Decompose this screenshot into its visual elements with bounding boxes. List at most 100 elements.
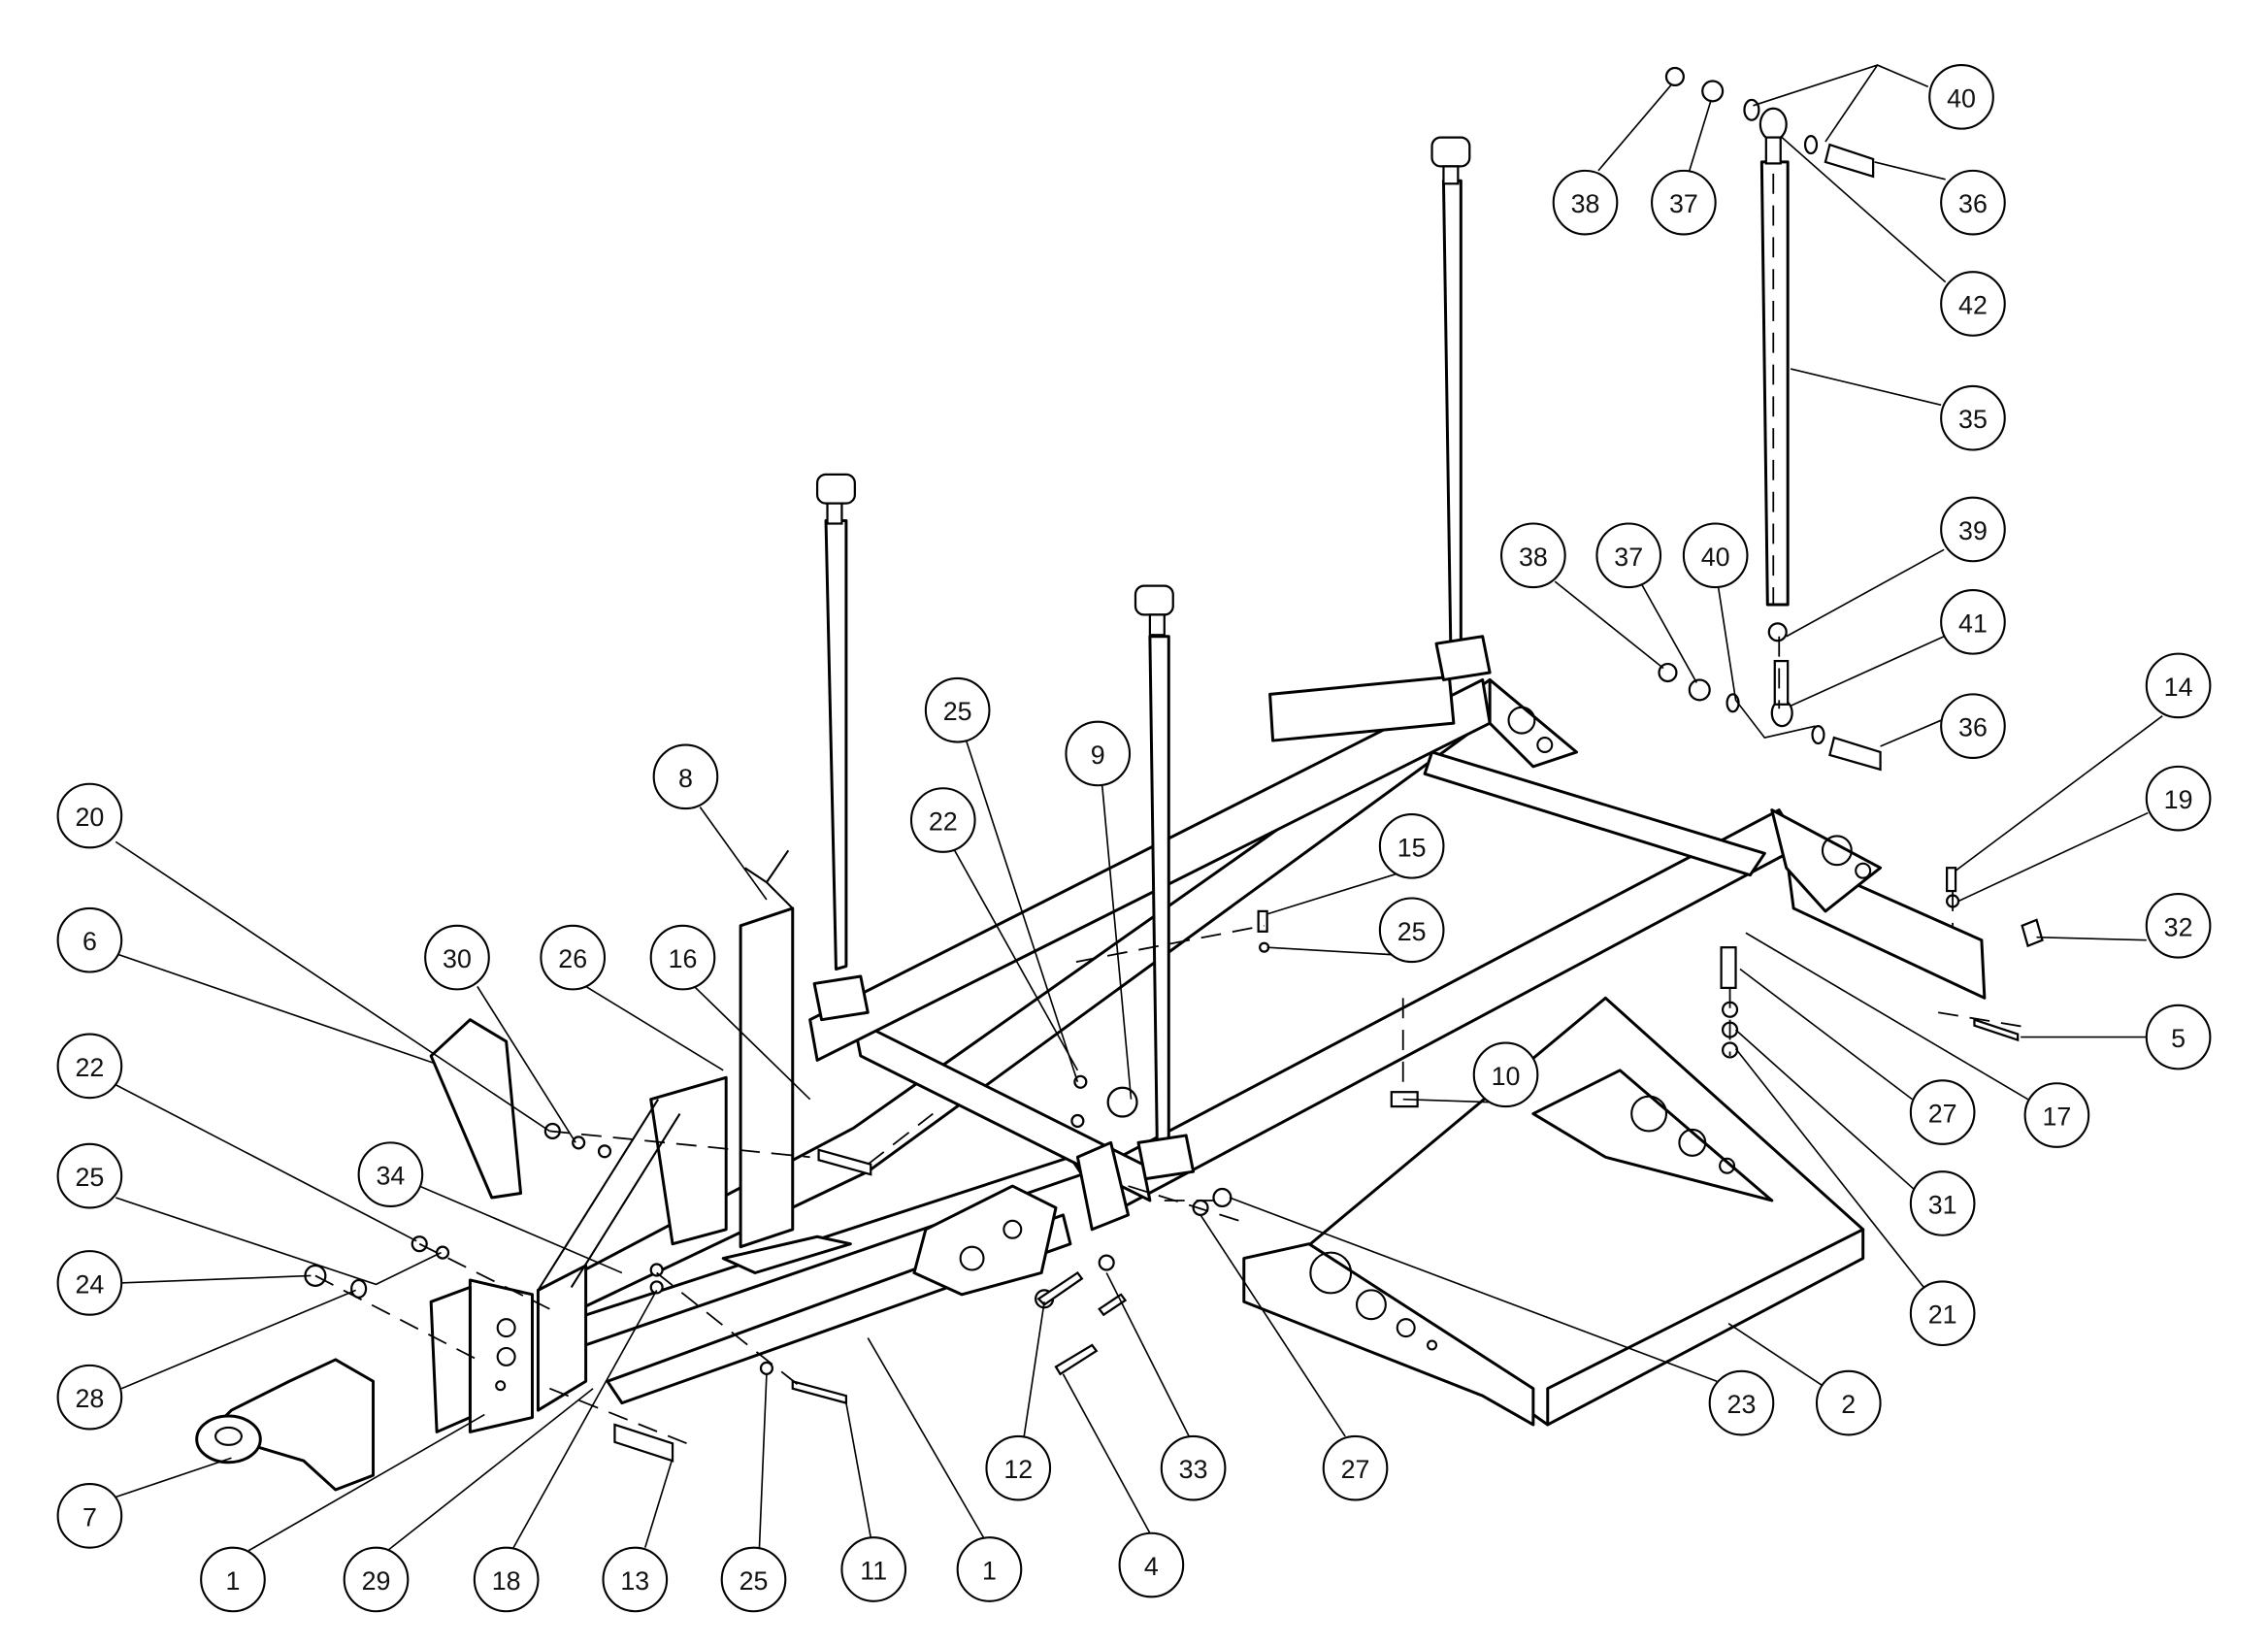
callout-22: 22 bbox=[56, 1033, 123, 1100]
callout-circle bbox=[649, 924, 716, 991]
callout-36: 36 bbox=[1940, 693, 2006, 759]
front-cross-rail bbox=[851, 1018, 1152, 1202]
callout-circle bbox=[2145, 892, 2212, 959]
callout-20: 20 bbox=[56, 782, 123, 849]
callout-circle bbox=[56, 782, 123, 849]
callout-number: 25 bbox=[740, 1566, 769, 1596]
callout-circle bbox=[56, 1250, 123, 1316]
callout-number: 8 bbox=[678, 764, 693, 793]
rod-end-middle bbox=[1134, 584, 1174, 637]
callout-circle bbox=[2145, 765, 2212, 832]
callout-circle bbox=[909, 787, 976, 853]
callout-number: 36 bbox=[1958, 189, 1988, 218]
callout-7: 7 bbox=[56, 1483, 123, 1549]
callout-37: 37 bbox=[1595, 522, 1662, 589]
callout-10: 10 bbox=[1472, 1041, 1539, 1108]
callout-11: 11 bbox=[840, 1536, 907, 1602]
callout-number: 5 bbox=[2171, 1024, 2186, 1053]
callout-circle bbox=[1065, 720, 1132, 787]
callout-circle bbox=[424, 924, 490, 991]
step-plate-front bbox=[1546, 1228, 1865, 1427]
callout-number: 16 bbox=[669, 944, 698, 973]
callout-number: 25 bbox=[1397, 917, 1427, 946]
rod-end-left bbox=[815, 473, 856, 525]
callout-15: 15 bbox=[1378, 813, 1445, 879]
tongue-front-plate bbox=[536, 1264, 588, 1412]
callout-circle bbox=[1815, 1369, 1882, 1436]
callout-12: 12 bbox=[985, 1434, 1052, 1501]
leader-lines bbox=[115, 64, 2163, 1552]
top-gusset bbox=[1488, 677, 1579, 769]
callout-circle bbox=[1940, 169, 2006, 236]
callout-25: 25 bbox=[924, 676, 991, 743]
mount-middle bbox=[1136, 1134, 1196, 1181]
callout-16: 16 bbox=[649, 924, 716, 991]
callout-number: 10 bbox=[1492, 1062, 1521, 1091]
callout-14: 14 bbox=[2145, 652, 2212, 719]
callout-19: 19 bbox=[2145, 765, 2212, 832]
callout-22: 22 bbox=[909, 787, 976, 853]
callout-number: 42 bbox=[1958, 290, 1988, 319]
callout-number: 11 bbox=[860, 1557, 887, 1586]
callout-5: 5 bbox=[2145, 1004, 2212, 1070]
callout-39: 39 bbox=[1940, 496, 2006, 563]
callout-6: 6 bbox=[56, 906, 123, 973]
callout-37: 37 bbox=[1651, 169, 1717, 236]
callout-circle bbox=[924, 676, 991, 743]
callout-circle bbox=[2145, 1004, 2212, 1070]
callout-40: 40 bbox=[1928, 64, 1994, 130]
callout-number: 24 bbox=[75, 1269, 104, 1299]
callout-number: 22 bbox=[75, 1053, 104, 1082]
assembly-lines bbox=[314, 173, 2025, 1448]
callout-circle bbox=[56, 1483, 123, 1549]
callout-number: 18 bbox=[492, 1566, 521, 1596]
callout-26: 26 bbox=[540, 924, 607, 991]
callout-number: 13 bbox=[620, 1566, 649, 1596]
callout-25: 25 bbox=[56, 1142, 123, 1209]
callout-number: 34 bbox=[377, 1162, 406, 1191]
callout-circle bbox=[473, 1546, 540, 1613]
callout-number: 2 bbox=[1841, 1390, 1856, 1419]
callout-number: 19 bbox=[2164, 785, 2193, 814]
callout-number: 25 bbox=[75, 1163, 104, 1192]
step-upper-plate bbox=[1531, 1069, 1774, 1202]
callout-number: 7 bbox=[82, 1502, 97, 1531]
callout-circle bbox=[540, 924, 607, 991]
callout-circle bbox=[1160, 1434, 1227, 1501]
callout-number: 26 bbox=[558, 944, 587, 973]
callout-circle bbox=[1595, 522, 1662, 589]
callout-number: 25 bbox=[943, 697, 972, 726]
callout-4: 4 bbox=[1118, 1531, 1185, 1598]
callout-number: 39 bbox=[1958, 516, 1988, 545]
jack-mount bbox=[649, 1075, 728, 1246]
rod-middle bbox=[1148, 635, 1170, 1147]
rear-clevis bbox=[1075, 1140, 1131, 1232]
callout-circle bbox=[1552, 169, 1619, 236]
top-cross-rail bbox=[1268, 675, 1456, 742]
callout-number: 9 bbox=[1091, 741, 1105, 770]
callout-28: 28 bbox=[56, 1364, 123, 1431]
callout-38: 38 bbox=[1552, 169, 1619, 236]
mount-right bbox=[1434, 635, 1492, 681]
callout-1: 1 bbox=[200, 1546, 266, 1613]
callout-circle bbox=[1651, 169, 1717, 236]
callout-number: 12 bbox=[1003, 1455, 1033, 1484]
callout-13: 13 bbox=[602, 1546, 669, 1613]
callout-circle bbox=[2145, 652, 2212, 719]
callout-circle bbox=[56, 906, 123, 973]
callout-32: 32 bbox=[2145, 892, 2212, 959]
callout-circle bbox=[840, 1536, 907, 1602]
callout-30: 30 bbox=[424, 924, 490, 991]
callout-31: 31 bbox=[1909, 1170, 1976, 1236]
callout-circle bbox=[56, 1142, 123, 1209]
callout-number: 38 bbox=[1519, 543, 1548, 572]
callout-number: 29 bbox=[362, 1566, 391, 1596]
callout-circle bbox=[1708, 1369, 1775, 1436]
callout-9: 9 bbox=[1065, 720, 1132, 787]
hitch-plate-back bbox=[429, 1285, 472, 1433]
rod-end-right bbox=[1430, 136, 1471, 185]
callout-number: 38 bbox=[1571, 189, 1600, 218]
callout-number: 20 bbox=[75, 803, 104, 832]
